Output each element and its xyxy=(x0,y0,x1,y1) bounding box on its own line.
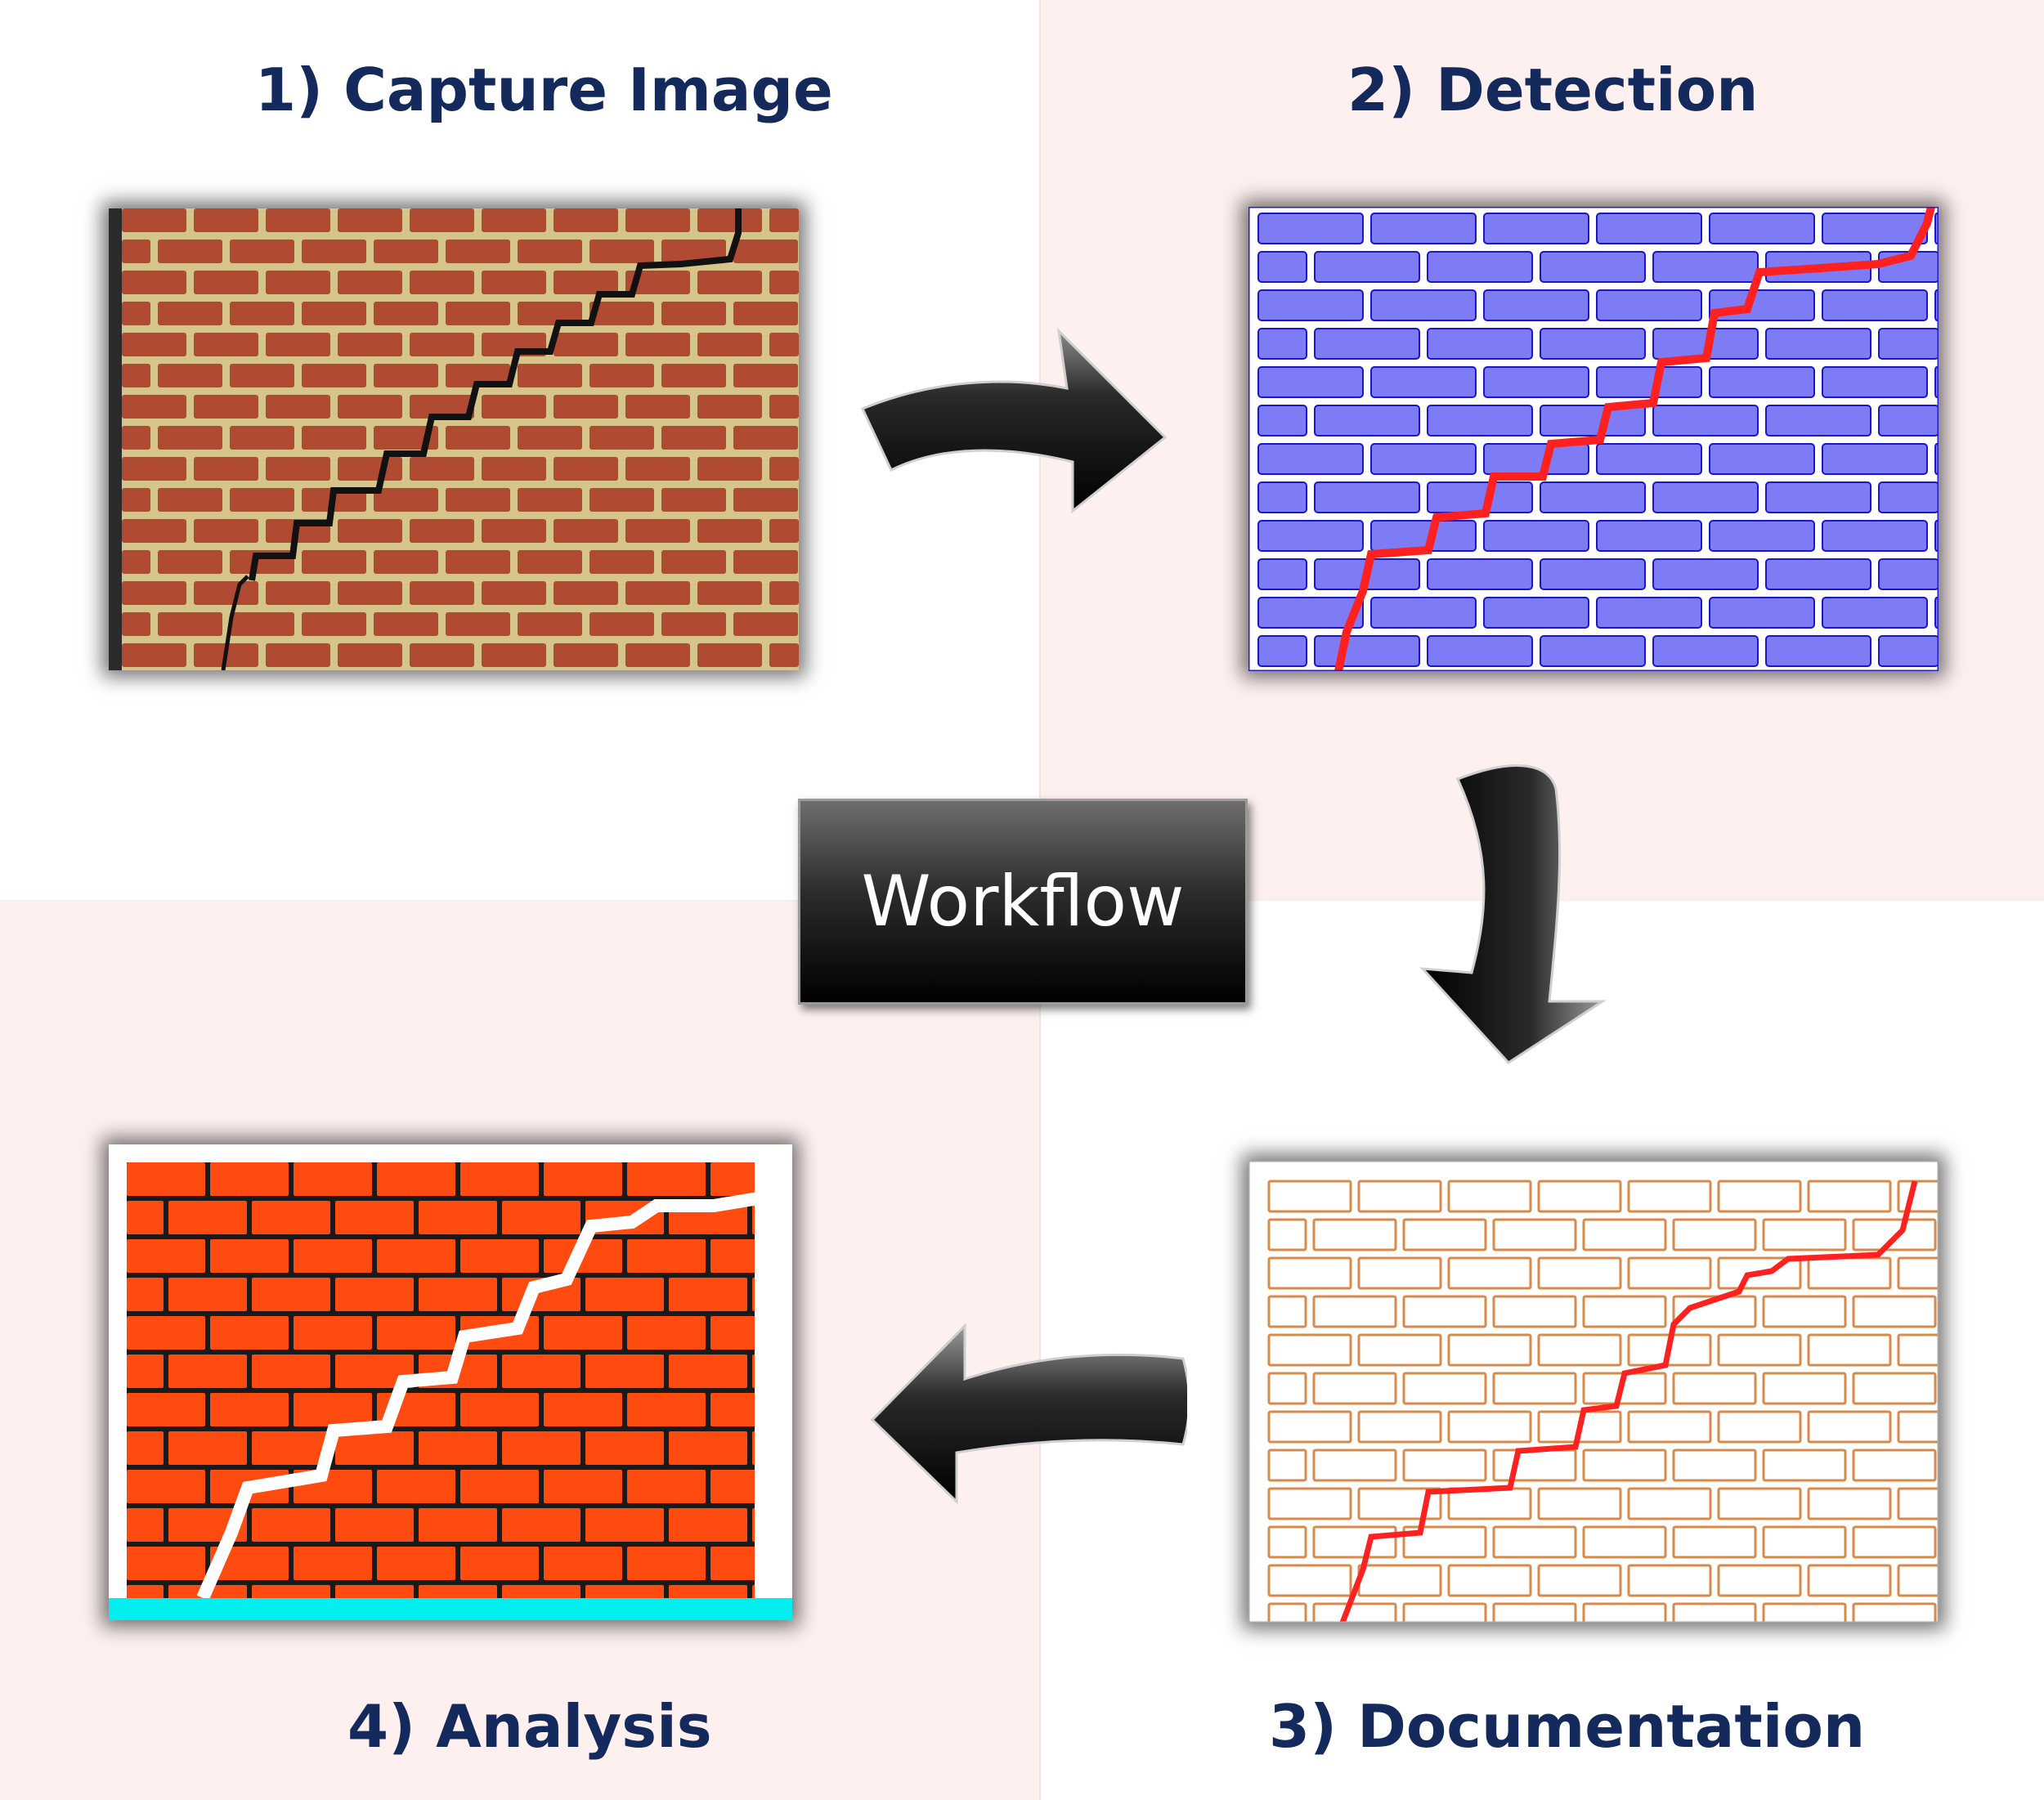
analysis-model-image xyxy=(109,1144,792,1620)
step-2-title: 2) Detection xyxy=(1347,56,1759,124)
curved-arrow-right-icon xyxy=(860,327,1168,514)
step-3-title: 3) Documentation xyxy=(1269,1692,1866,1761)
documentation-drawing xyxy=(1248,1161,1939,1623)
curved-arrow-down-icon xyxy=(1419,764,1607,1064)
workflow-center-box: Workflow xyxy=(798,799,1248,1005)
curved-arrow-left-icon xyxy=(870,1323,1187,1505)
brick-pattern xyxy=(109,208,799,670)
workflow-label: Workflow xyxy=(861,861,1185,943)
brick-pattern xyxy=(1248,1161,1939,1623)
captured-wall-photo xyxy=(109,208,799,670)
step-4-title: 4) Analysis xyxy=(347,1692,712,1761)
step-1-title: 1) Capture Image xyxy=(255,56,833,124)
detection-result-image xyxy=(1248,207,1939,671)
